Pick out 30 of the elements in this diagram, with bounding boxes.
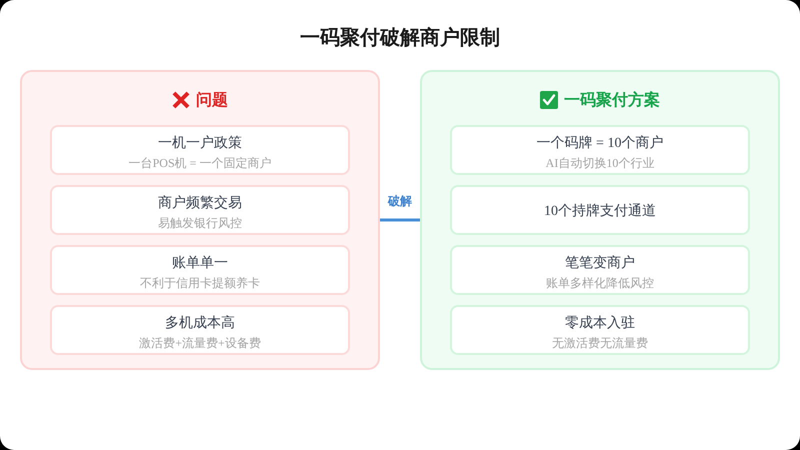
card-subtitle: 账单多样化降低风控	[546, 274, 654, 290]
card-title: 零成本入驻	[565, 314, 635, 332]
card-title: 一机一户政策	[158, 134, 242, 152]
card-title: 账单单一	[172, 254, 228, 272]
panel	[420, 70, 780, 370]
card-subtitle: 激活费+流量费+设备费	[139, 334, 261, 350]
card-title: 商户频繁交易	[158, 194, 242, 212]
connector-line	[380, 218, 420, 222]
card	[50, 305, 350, 355]
card	[450, 185, 750, 235]
card-subtitle: 无激活费无流量费	[552, 334, 648, 350]
card-subtitle: 一台POS机 = 一个固定商户	[128, 154, 272, 170]
card-title: 多机成本高	[165, 314, 235, 332]
card	[450, 245, 750, 295]
panel-heading: 一码聚付方案	[564, 90, 660, 110]
card-title: 笔笔变商户	[565, 254, 635, 272]
title: 一码聚付破解商户限制	[300, 24, 500, 50]
panel-heading: 问题	[196, 90, 228, 110]
edge-label: 破解	[386, 193, 414, 209]
card-title: 10个持牌支付通道	[544, 202, 656, 221]
card-subtitle: 易触发银行风控	[158, 214, 242, 230]
card	[50, 245, 350, 295]
card	[50, 185, 350, 235]
card-subtitle: AI自动切换10个行业	[546, 154, 654, 170]
card	[450, 305, 750, 355]
panel	[20, 70, 380, 370]
card-title: 一个码牌 = 10个商户	[536, 134, 664, 152]
card	[50, 125, 350, 175]
card-subtitle: 不利于信用卡提额养卡	[140, 274, 260, 290]
card	[450, 125, 750, 175]
